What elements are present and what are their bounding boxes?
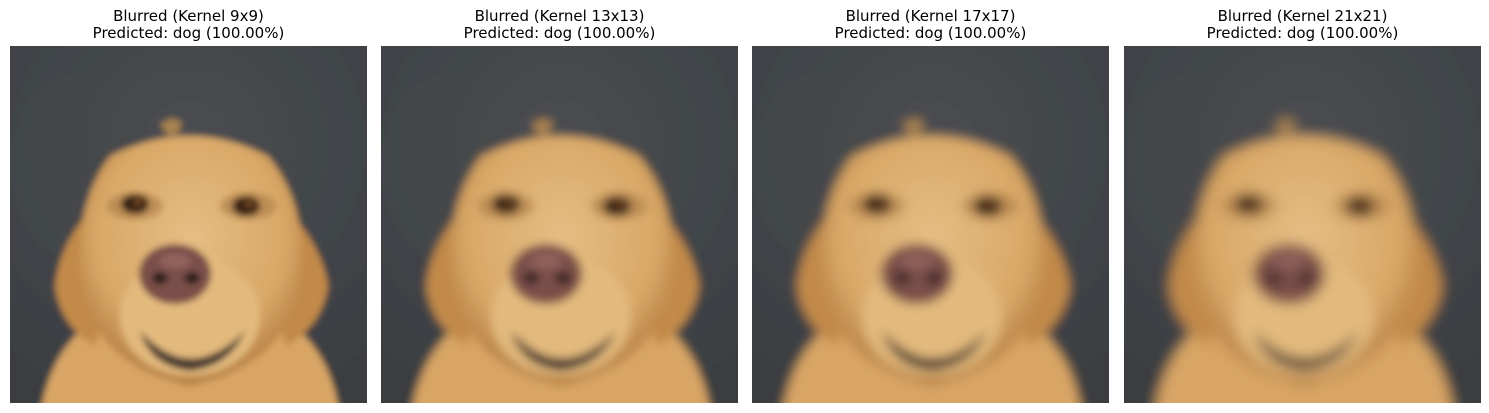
dog-photo [10, 46, 367, 403]
panel-title: Blurred (Kernel 9x9)Predicted: dog (100.… [0, 8, 387, 42]
prediction-label: Predicted: dog (100.00%) [92, 24, 285, 42]
image-panel: Blurred (Kernel 13x13)Predicted: dog (10… [381, 0, 738, 413]
prediction-label: Predicted: dog (100.00%) [834, 24, 1027, 42]
dog-photo [381, 46, 738, 403]
image-panel: Blurred (Kernel 17x17)Predicted: dog (10… [752, 0, 1109, 413]
kernel-label: Blurred (Kernel 13x13) [474, 7, 645, 25]
image-panel: Blurred (Kernel 9x9)Predicted: dog (100.… [10, 0, 367, 413]
kernel-label: Blurred (Kernel 9x9) [113, 7, 264, 25]
blurred-image [10, 46, 367, 403]
panel-title: Blurred (Kernel 17x17)Predicted: dog (10… [732, 8, 1129, 42]
prediction-label: Predicted: dog (100.00%) [1206, 24, 1399, 42]
kernel-label: Blurred (Kernel 17x17) [845, 7, 1016, 25]
panel-title: Blurred (Kernel 13x13)Predicted: dog (10… [361, 8, 758, 42]
blurred-image [381, 46, 738, 403]
dog-photo [1124, 46, 1481, 403]
dog-photo [752, 46, 1109, 403]
panel-title: Blurred (Kernel 21x21)Predicted: dog (10… [1104, 8, 1489, 42]
blurred-image [752, 46, 1109, 403]
prediction-label: Predicted: dog (100.00%) [463, 24, 656, 42]
image-panel: Blurred (Kernel 21x21)Predicted: dog (10… [1124, 0, 1481, 413]
kernel-label: Blurred (Kernel 21x21) [1217, 7, 1388, 25]
blurred-image [1124, 46, 1481, 403]
